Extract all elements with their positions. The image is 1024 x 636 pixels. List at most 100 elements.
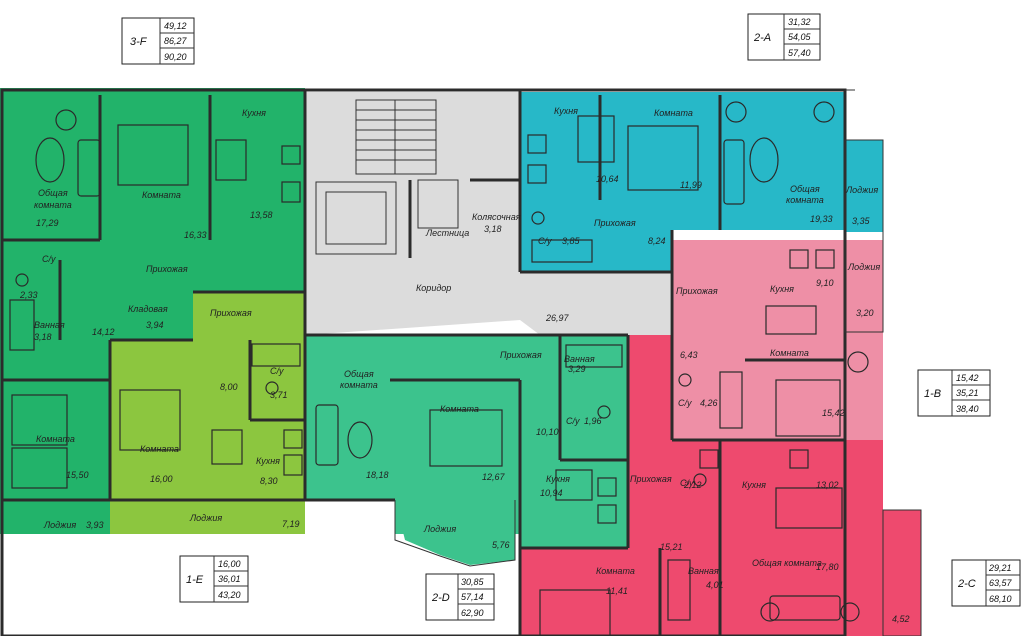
legend-2d[interactable]: 2-D 30,85 57,14 62,90 — [425, 573, 495, 621]
room-bath-3f-label: Ванная — [34, 320, 65, 330]
table-icon — [749, 137, 779, 183]
apartment-1e-area[interactable] — [110, 292, 305, 534]
apartment-legends: 3-F 49,12 86,27 90,20 2-A 31,32 54,05 57… — [121, 13, 1021, 621]
room-bedroom-2d-label: Комната — [440, 404, 479, 414]
room-hall-2c-label: Прихожая — [630, 474, 672, 484]
table-icon — [577, 115, 615, 163]
sink-icon — [281, 181, 301, 203]
room-wc-2d-area: 1,96 — [584, 416, 602, 426]
legend-1e-code: 1-E — [186, 574, 204, 586]
room-wc-2c-area: 2,12 — [683, 480, 702, 490]
toilet-icon — [597, 405, 611, 419]
room-living-3f-area: 17,29 — [36, 218, 59, 228]
legend-2c-total: 63,57 — [989, 578, 1013, 588]
room-living-2c-label: Общая комната — [752, 558, 822, 568]
room-living-2a-label: Общая — [790, 184, 820, 194]
outer-wall — [0, 88, 847, 636]
room-bedroom-2c-label: Комната — [596, 566, 635, 576]
room-bedroom-1b-label: Комната — [770, 348, 809, 358]
bed-icon — [117, 124, 189, 186]
legend-1e[interactable]: 1-E 16,00 36,01 43,20 — [179, 555, 249, 603]
apartment-fills — [0, 88, 921, 636]
legend-3f[interactable]: 3-F 49,12 86,27 90,20 — [121, 17, 195, 65]
legend-2a-code: 2-A — [753, 32, 771, 44]
room-living-2d-label: Общая — [344, 369, 374, 379]
bed-icon — [119, 389, 181, 451]
apartment-1b-area[interactable] — [672, 240, 883, 440]
room-kitchen-1b-area: 9,10 — [816, 278, 834, 288]
room-storage-3f-label: Кладовая — [128, 304, 168, 314]
room-kitchen-2c-label: Кухня — [742, 480, 766, 490]
room-bedroom-1e-area: 16,00 — [150, 474, 173, 484]
toilet-icon — [265, 381, 279, 395]
room-stroller-label: Колясочная — [472, 212, 521, 222]
armchair-icon — [55, 109, 77, 131]
sink-icon — [597, 504, 617, 524]
room-bath-2d-area: 3,29 — [568, 364, 586, 374]
sink-icon — [789, 449, 809, 469]
room-loggia-1e-label: Лоджия — [189, 513, 222, 523]
room-hall-3f-label: Прихожая — [146, 264, 188, 274]
room-hall-2c-area: 15,21 — [660, 542, 683, 552]
room-stairs-label: Лестница — [425, 228, 469, 238]
room-bath-3f-area: 3,18 — [34, 332, 52, 342]
bed-icon — [539, 589, 611, 636]
room-bedroom-1b-area: 15,42 — [822, 408, 845, 418]
stove-icon — [699, 449, 719, 469]
bed-icon — [429, 409, 503, 467]
elevator-icon — [315, 179, 459, 255]
apartment-2d-area[interactable] — [305, 335, 628, 548]
apartment-3f-area[interactable] — [0, 88, 305, 500]
room-corridor-label: Коридор — [416, 283, 451, 293]
legend-3f-code: 3-F — [130, 36, 148, 48]
room-loggia-2d-label: Лоджия — [423, 524, 456, 534]
bathtub-icon — [719, 371, 743, 429]
room-hall-2d-area: 10,10 — [536, 427, 559, 437]
room-hall-2a-label: Прихожая — [594, 218, 636, 228]
room-corridor-area: 26,97 — [545, 313, 570, 323]
table-icon — [211, 429, 243, 465]
legend-1b[interactable]: 1-B 15,42 35,21 38,40 — [917, 369, 991, 417]
stove-icon — [597, 477, 617, 497]
armchair-icon — [725, 101, 747, 123]
sofa-icon — [77, 139, 101, 197]
bathtub-icon — [565, 344, 623, 368]
stove-icon — [527, 134, 547, 154]
armchair-icon — [813, 101, 835, 123]
room-living-2d-area: 18,18 — [366, 470, 389, 480]
table-icon — [765, 305, 817, 335]
bed-icon — [11, 394, 68, 446]
apartment-2a-loggia — [845, 140, 883, 232]
legend-2c[interactable]: 2-C 29,21 63,57 68,10 — [951, 559, 1021, 607]
room-hall-2a-area: 8,24 — [648, 236, 666, 246]
legend-3f-full: 90,20 — [164, 52, 187, 62]
legend-1e-full: 43,20 — [218, 590, 241, 600]
room-wc-2a-label: С/у — [538, 236, 552, 246]
room-bedroom-3f-label: Комната — [142, 190, 181, 200]
room-unnamed-3f-area: 14,12 — [92, 327, 115, 337]
room-kitchen-2d-area: 10,94 — [540, 488, 563, 498]
legend-2d-total: 57,14 — [461, 592, 484, 602]
toilet-icon — [678, 373, 692, 387]
sink-icon — [527, 164, 547, 184]
bed-icon — [775, 379, 841, 437]
stove-icon — [283, 429, 303, 449]
sofa-icon — [769, 595, 841, 621]
legend-1b-total: 35,21 — [956, 388, 979, 398]
table-icon — [347, 421, 373, 459]
room-wc-1b-area: 4,26 — [700, 398, 718, 408]
room-bedroom-3f-area: 16,33 — [184, 230, 207, 240]
table-icon — [555, 469, 593, 501]
staircase-icon — [355, 99, 437, 175]
room-bedroom-2c-area: 11,41 — [606, 586, 628, 596]
armchair-icon — [760, 602, 780, 622]
legend-2a[interactable]: 2-A 31,32 54,05 57,40 — [747, 13, 821, 61]
legend-2c-full: 68,10 — [989, 594, 1012, 604]
table-icon — [35, 137, 65, 183]
sofa-icon — [315, 404, 339, 466]
room-stroller-area: 3,18 — [484, 224, 502, 234]
apartment-2c-loggia — [883, 510, 921, 636]
legend-2d-living: 30,85 — [461, 577, 485, 587]
room-bedroom-1e-label: Комната — [140, 444, 179, 454]
